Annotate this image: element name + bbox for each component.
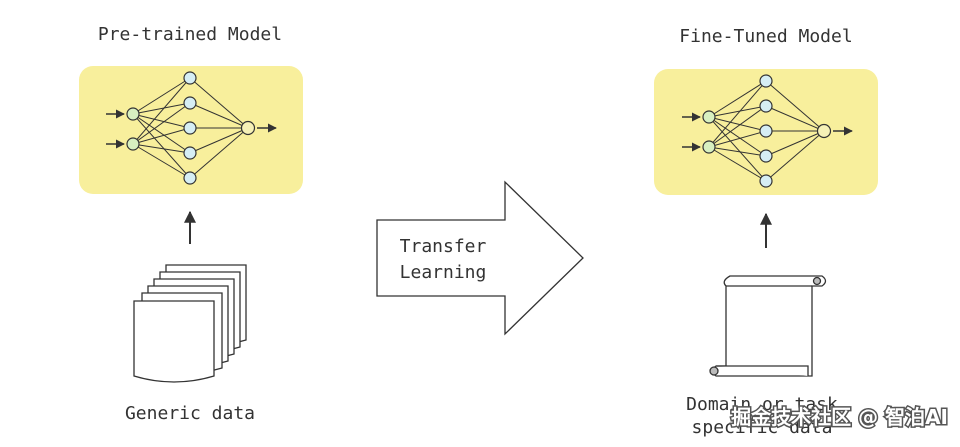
pretrained-output-node — [240, 120, 256, 136]
pretrained-connection — [132, 143, 191, 154]
finetuned-hidden-node — [759, 74, 773, 88]
finetuned-model-panel — [654, 69, 878, 195]
finetuned-input-node — [702, 140, 716, 154]
finetuned-connection — [708, 80, 767, 148]
finetuned-connection — [708, 146, 767, 182]
finetuned-hidden-node — [759, 149, 773, 163]
finetuned-input-node — [702, 110, 716, 124]
specific-data-scroll-icon — [709, 275, 827, 377]
pretrained-network — [106, 71, 277, 185]
finetuned-connection — [708, 116, 767, 157]
pretrained-hidden-node — [183, 96, 197, 110]
pretrained-connection — [132, 113, 191, 179]
finetuned-output-node — [816, 123, 832, 139]
specific-data-label-line2: specific data — [692, 417, 833, 438]
pretrained-connection — [132, 102, 191, 145]
finetuned-connection — [708, 130, 767, 148]
pretrained-connection — [132, 127, 191, 145]
generic-data-label: Generic data — [125, 403, 255, 424]
finetuned-hidden-node — [759, 124, 773, 138]
transfer-label-line1: Transfer — [400, 236, 487, 257]
pretrained-model-title: Pre-trained Model — [98, 24, 282, 45]
finetuned-connection — [765, 130, 825, 182]
finetuned-connection — [708, 105, 767, 148]
pretrained-input-node — [126, 137, 140, 151]
finetuned-connection — [708, 146, 767, 157]
finetuned-connection — [765, 130, 825, 157]
pretrained-connection — [132, 102, 191, 115]
specific-data-label-line1: Domain or task — [686, 394, 838, 415]
finetuned-connection — [708, 105, 767, 118]
watermark-text: 掘金技术社区 @ 智泊AI — [731, 405, 948, 429]
pretrained-hidden-node — [183, 121, 197, 135]
finetuned-connection — [765, 80, 825, 132]
pretrained-model-panel — [79, 66, 303, 194]
pretrained-input-node — [126, 107, 140, 121]
pretrained-hidden-node — [183, 71, 197, 85]
pretrained-connection — [132, 77, 191, 145]
transfer-label-line2: Learning — [400, 262, 487, 283]
pretrained-connection — [189, 77, 249, 129]
transfer-learning-arrow — [376, 180, 584, 336]
generic-data-document-stack-icon — [133, 264, 247, 383]
finetuned-connection — [765, 105, 825, 132]
pretrained-connection — [189, 127, 249, 179]
pretrained-connection — [189, 102, 249, 129]
pretrained-connection — [132, 113, 191, 129]
finetuned-connection — [708, 116, 767, 132]
pretrained-connection — [132, 143, 191, 179]
pretrained-connection — [189, 127, 249, 154]
pretrained-connection — [132, 113, 191, 154]
pretrained-hidden-node — [183, 171, 197, 185]
pretrained-connection — [132, 77, 191, 115]
finetuned-model-title: Fine-Tuned Model — [679, 26, 852, 47]
finetuned-hidden-node — [759, 174, 773, 188]
finetuned-connection — [708, 80, 767, 118]
finetuned-network — [682, 74, 853, 188]
finetuned-connection — [708, 116, 767, 182]
finetuned-hidden-node — [759, 99, 773, 113]
pretrained-hidden-node — [183, 146, 197, 160]
